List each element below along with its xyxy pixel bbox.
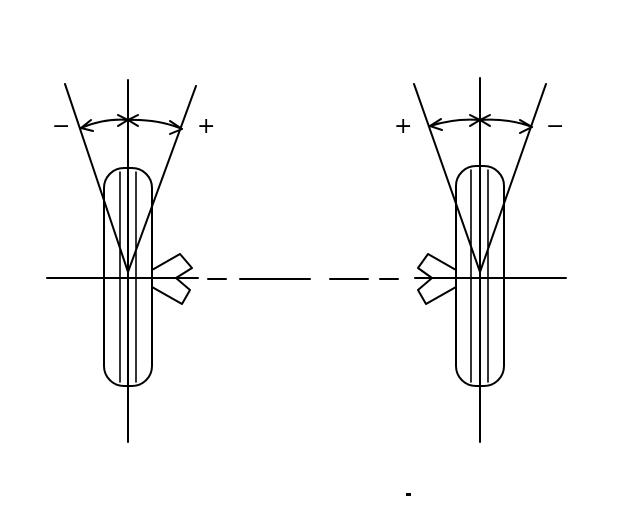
left-wheel: − + xyxy=(52,79,215,443)
axle-line xyxy=(46,277,567,280)
right-arrowhead-minus xyxy=(519,119,533,134)
right-wheel: + − xyxy=(394,77,564,443)
right-arrowhead-center-b xyxy=(479,114,491,127)
left-wheel-minus-sign: − xyxy=(52,114,70,139)
left-minus-arc xyxy=(80,118,129,129)
right-wheel-plus-sign: + xyxy=(394,114,412,139)
right-plus-arc xyxy=(429,118,481,127)
left-arrowhead-minus xyxy=(80,119,94,132)
right-arrowhead-plus xyxy=(429,118,443,131)
right-positive-angle-line xyxy=(413,83,481,273)
left-wheel-plus-sign: + xyxy=(197,114,215,139)
left-steering-knuckle xyxy=(151,253,193,305)
left-arrowhead-plus xyxy=(169,120,183,135)
right-wheel-minus-sign: − xyxy=(546,114,564,139)
stray-mark xyxy=(406,493,411,496)
right-steering-knuckle xyxy=(417,253,457,305)
right-negative-angle-line xyxy=(479,83,547,273)
left-positive-angle-line xyxy=(127,85,197,273)
left-arrowhead-center-b xyxy=(127,114,139,127)
left-negative-angle-line xyxy=(64,83,129,273)
